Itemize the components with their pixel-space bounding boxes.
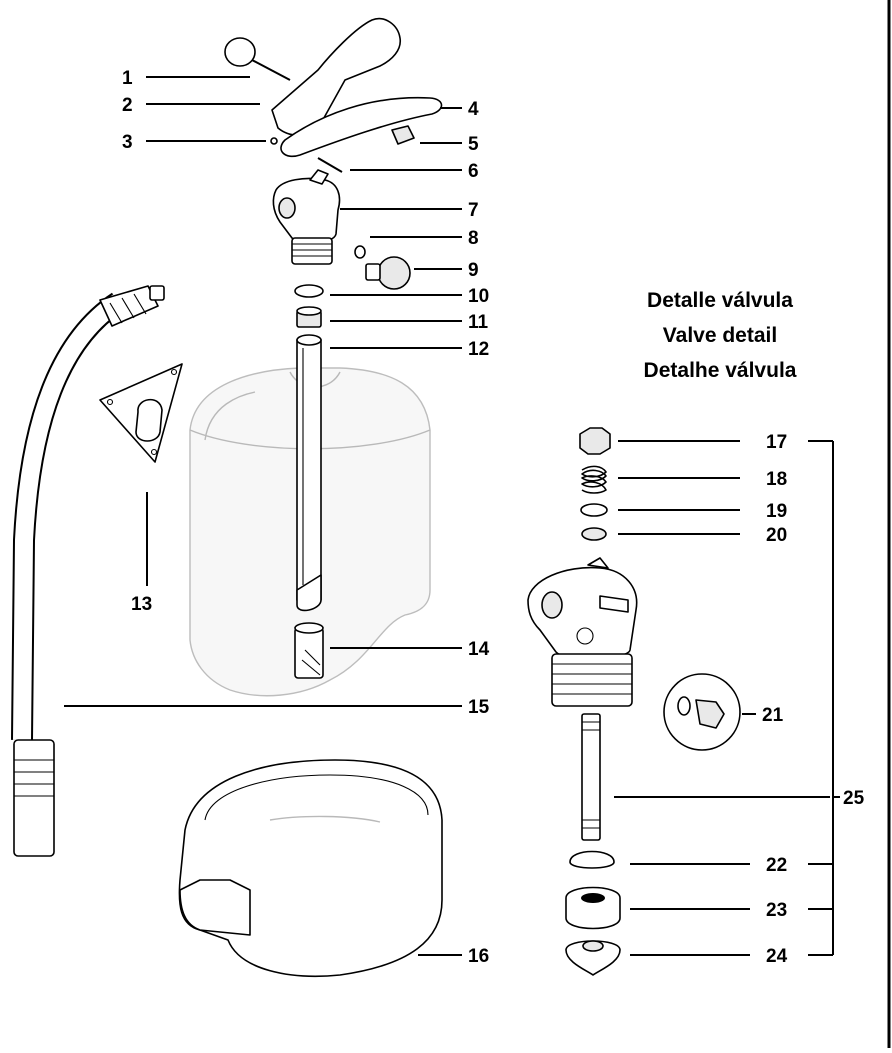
seal-disc [569, 850, 615, 869]
callout-19: 19 [766, 501, 787, 522]
filter-cartridge [294, 622, 324, 679]
valve-insert-detail [663, 673, 741, 751]
callout-21: 21 [762, 705, 784, 726]
valve-detail-title: Detalle válvula Valve detail Detalhe vál… [644, 289, 797, 382]
callout-10: 10 [468, 286, 489, 307]
callout-25: 25 [843, 788, 865, 809]
callout-24: 24 [766, 946, 788, 967]
siphon-tube [296, 334, 322, 612]
callout-13: 13 [131, 594, 152, 615]
callout-12: 12 [468, 339, 489, 360]
base-stand [178, 759, 443, 978]
threaded-nut [296, 306, 322, 328]
callout-17: 17 [766, 432, 787, 453]
callout-6: 6 [468, 161, 479, 182]
callout-16: 16 [468, 946, 489, 967]
callout-14: 14 [468, 639, 490, 660]
valve-seat [565, 940, 621, 976]
valve-o-ring [580, 503, 608, 517]
valve-stem [581, 713, 601, 841]
callout-18: 18 [766, 469, 787, 490]
callout-22: 22 [766, 855, 787, 876]
handle-assembly [224, 18, 443, 173]
callout-23: 23 [766, 900, 787, 921]
title-line-es: Detalle válvula [647, 289, 793, 312]
valve-detail-body [527, 557, 638, 707]
valve-spring [581, 465, 607, 494]
valve-washer [581, 527, 607, 541]
title-line-en: Valve detail [663, 324, 777, 347]
discharge-hose [11, 285, 165, 857]
callout-2: 2 [122, 95, 133, 116]
valve-cap [579, 427, 611, 455]
leader-lines [64, 76, 840, 956]
callout-8: 8 [468, 228, 479, 249]
mounting-plate [99, 363, 183, 463]
title-line-pt: Detalhe válvula [644, 359, 797, 382]
sealing-ring [294, 284, 324, 298]
callout-5: 5 [468, 134, 479, 155]
valve-body [272, 169, 341, 265]
callout-7: 7 [468, 200, 479, 221]
callout-9: 9 [468, 260, 479, 281]
callout-1: 1 [122, 68, 133, 89]
rubber-seat [565, 886, 621, 930]
callout-3: 3 [122, 132, 133, 153]
callout-20: 20 [766, 525, 787, 546]
callout-15: 15 [468, 697, 490, 718]
o-ring-small [354, 245, 366, 259]
callout-11: 11 [468, 312, 489, 333]
callout-numbers: 1 2 3 4 5 6 7 8 9 10 11 12 13 14 15 16 1… [122, 68, 865, 967]
callout-4: 4 [468, 99, 479, 120]
pressure-gauge [365, 256, 411, 290]
